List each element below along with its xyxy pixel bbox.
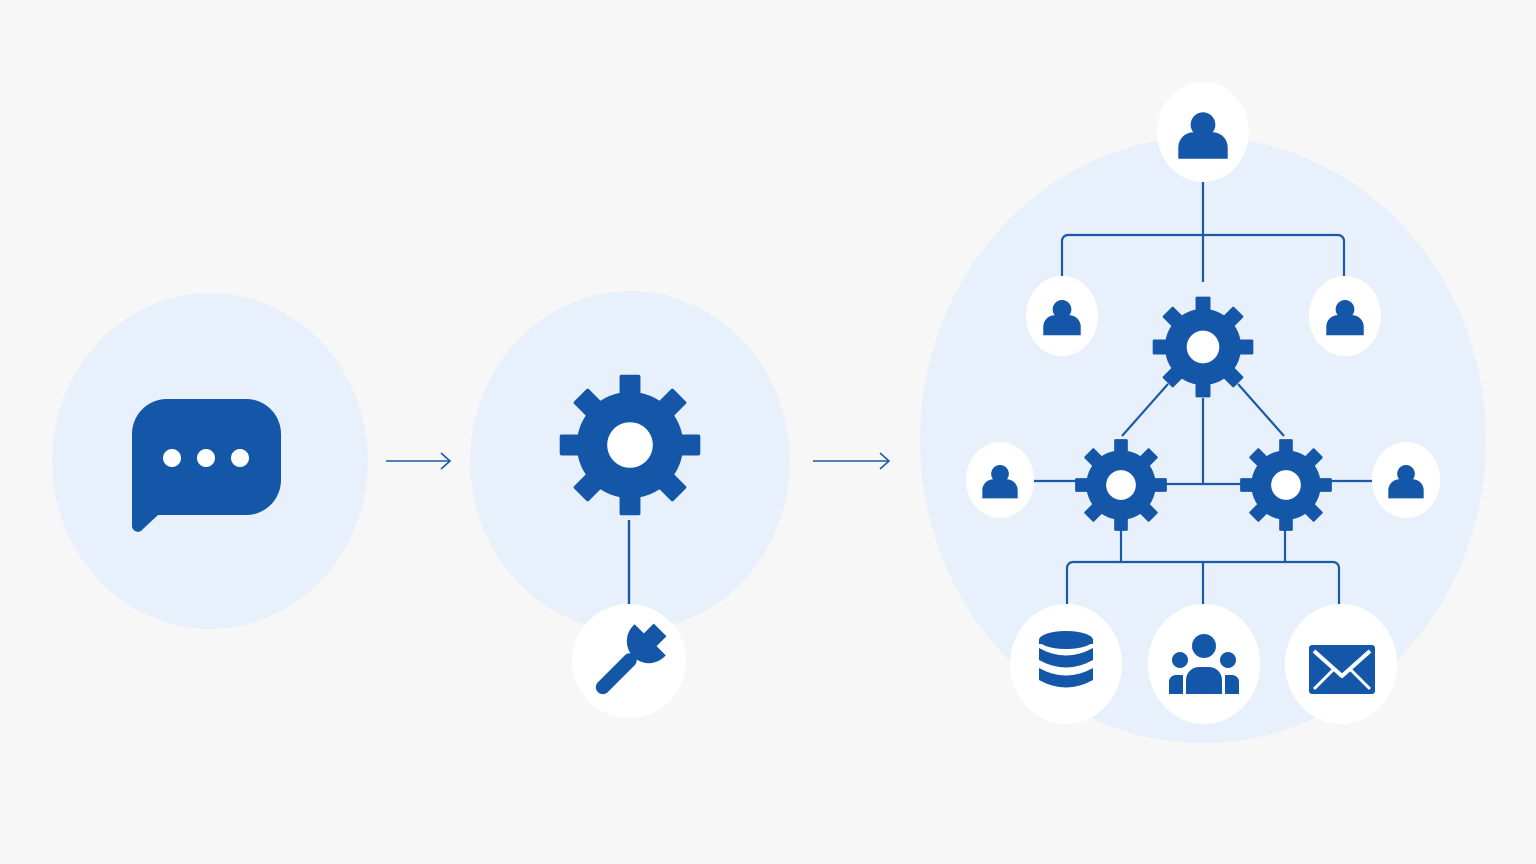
group-node — [1148, 604, 1260, 724]
mail-node — [1285, 604, 1397, 724]
wrench-icon — [595, 623, 667, 695]
group-icon — [1169, 634, 1239, 694]
gear-icon — [559, 374, 701, 516]
user-node-left — [966, 442, 1034, 518]
user-node-right — [1372, 442, 1440, 518]
stage-agent — [470, 291, 790, 718]
user-node-upper-left — [1026, 276, 1098, 356]
user-node-top — [1157, 82, 1249, 182]
arrow-right-1 — [386, 452, 452, 470]
stage-multi-agent — [920, 82, 1486, 743]
arrow-right-2 — [813, 452, 891, 470]
user-node-upper-right — [1309, 276, 1381, 356]
database-icon — [1039, 631, 1093, 688]
gear-icon-main — [1152, 296, 1254, 398]
connection-lines — [1034, 178, 1373, 606]
gear-icon-right — [1240, 439, 1332, 531]
stage-prompt — [52, 293, 368, 629]
database-node — [1010, 604, 1122, 724]
mail-icon — [1309, 645, 1375, 694]
gear-icon-left — [1075, 439, 1167, 531]
chat-bubble-icon — [131, 399, 281, 532]
